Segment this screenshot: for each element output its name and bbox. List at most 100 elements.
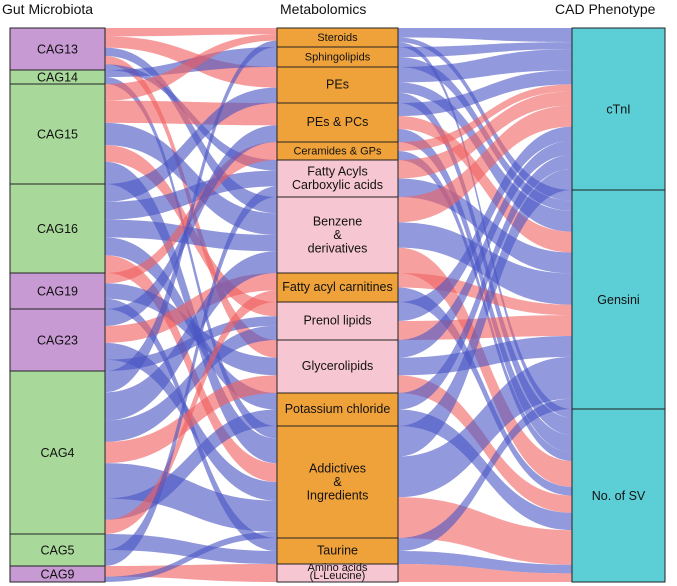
metabolite-node-label: PEs [326, 78, 349, 92]
headers-layer: Gut Microbiota Metabolomics CAD Phenotyp… [2, 1, 656, 17]
flow-pes-pcs-to-gensini [398, 116, 572, 253]
flow-cag23-to-fatty-acyl-carnitines [105, 273, 277, 343]
flow-ceramides-gps-to-ctni [398, 84, 572, 151]
microbiota-node-label: CAG9 [40, 568, 74, 582]
flow-cag16-to-pes [105, 87, 277, 202]
header-metabolomics: Metabolomics [280, 1, 366, 17]
microbiota-node-box [9, 308, 106, 372]
flow-amino-acids-to-sv [398, 564, 572, 582]
metabolite-node-pes: PEs [276, 66, 399, 104]
flow-cag5-to-taurine [105, 534, 277, 564]
metabolite-node-benzene: Benzene&derivatives [276, 196, 399, 274]
microbiota-node-label: CAG13 [37, 43, 78, 57]
metabolite-node-taurine: Taurine [276, 537, 399, 565]
flow-benzene-to-gensini [398, 222, 572, 305]
phenotype-node-box [571, 189, 666, 410]
phenotype-node-label: cTnI [606, 103, 630, 117]
flow-pes-to-ctni [398, 49, 572, 83]
flow-cag4-to-steroids [105, 40, 277, 393]
metabolite-node-box [276, 563, 399, 583]
flow-fatty-acyls-to-ctni [398, 91, 572, 179]
metabolite-node-label: Benzene [313, 214, 362, 228]
flow-potassium-chloride-to-ctni [398, 154, 572, 410]
microbiota-node-cag9: CAG9 [9, 565, 106, 583]
flows-layer [105, 28, 572, 582]
metabolite-node-prenol-lipids: Prenol lipids [276, 301, 399, 341]
flow-sphingolipids-to-ctni [398, 42, 572, 57]
metabolite-node-label: Glycerolipids [302, 359, 374, 373]
microbiota-node-box [9, 83, 106, 185]
metabolite-node-label: Ceramides & GPs [293, 146, 382, 158]
microbiota-node-cag14: CAG14 [9, 69, 106, 85]
metabolite-node-label: Amino acids [308, 562, 368, 574]
flow-taurine-to-gensini [398, 398, 572, 551]
flow-cag16-to-benzene [105, 219, 277, 252]
microbiota-node-box [9, 565, 106, 583]
metabolite-node-label: Taurine [317, 544, 358, 558]
phenotype-node-ctni: cTnI [571, 27, 666, 191]
microbiota-node-cag23: CAG23 [9, 308, 106, 372]
flow-benzene-to-ctni [398, 105, 572, 223]
flow-steroids-to-ctni [398, 28, 572, 43]
flow-glycerolipids-to-ctni [398, 140, 572, 358]
metabolite-node-box [276, 339, 399, 394]
flow-addictives-to-ctni [398, 168, 572, 457]
flow-cag9-to-amino-acids [105, 564, 277, 582]
flow-benzene-to-sv [398, 247, 572, 487]
flow-cag16-to-fatty-acyls [105, 170, 277, 220]
flow-cag13-to-steroids [105, 28, 277, 37]
metabolite-node-label: & [333, 228, 342, 242]
microbiota-node-box [9, 370, 106, 535]
metabolite-node-ceramides-gps: Ceramides & GPs [276, 141, 399, 161]
flow-cag15-to-benzene [105, 122, 277, 235]
flow-addictives-to-sv [398, 497, 572, 565]
metabolite-node-label: Fatty Acyls [307, 165, 367, 179]
phenotype-node-box [571, 27, 666, 191]
flow-cag4-to-benzene [105, 251, 277, 421]
metabolite-node-box [276, 196, 399, 274]
microbiota-node-cag5: CAG5 [9, 533, 106, 567]
metabolite-node-label: Carboxylic acids [292, 178, 383, 192]
flow-cag4-to-fatty-acyl-carnitines [105, 290, 277, 534]
phenotype-node-gensini: Gensini [571, 189, 666, 410]
metabolite-node-steroids: Steroids [276, 27, 399, 48]
flow-fatty-acyl-carnitines-to-sv [398, 287, 572, 496]
metabolite-node-box [276, 159, 399, 198]
metabolite-node-label: Prenol lipids [303, 314, 371, 328]
metabolite-node-label: Potassium chloride [285, 402, 391, 416]
metabolite-node-glycerolipids: Glycerolipids [276, 339, 399, 394]
flow-cag9-to-addictives [105, 531, 277, 582]
microbiota-node-label: CAG15 [37, 128, 78, 142]
microbiota-node-cag19: CAG19 [9, 272, 106, 310]
flow-glycerolipids-to-gensini [398, 336, 572, 376]
header-gut-microbiota: Gut Microbiota [2, 1, 93, 17]
metabolite-node-label: derivatives [308, 241, 368, 255]
metabolite-node-label: Addictives [309, 461, 366, 475]
phenotype-node-label: No. of SV [592, 489, 646, 503]
flow-cag13-to-benzene [105, 47, 277, 214]
microbiota-node-box [9, 533, 106, 567]
microbiota-node-cag16: CAG16 [9, 183, 106, 274]
flow-cag4-to-addictives [105, 463, 277, 532]
flow-pes-pcs-to-ctni [398, 70, 572, 116]
phenotype-node-box [571, 408, 666, 583]
flow-cag14-to-addictives [105, 77, 277, 439]
microbiota-node-cag13: CAG13 [9, 27, 106, 71]
metabolite-node-label: Sphingolipids [305, 52, 371, 64]
microbiota-node-label: CAG23 [37, 334, 78, 348]
microbiota-node-label: CAG16 [37, 222, 78, 236]
metabolite-node-sphingolipids: Sphingolipids [276, 46, 399, 68]
flow-cag4-to-prenol-lipids [105, 325, 277, 442]
flow-cag4-to-glycerolipids [105, 375, 277, 464]
microbiota-node-label: CAG19 [37, 285, 78, 299]
phenotype-node-label: Gensini [597, 293, 639, 307]
metabolite-node-label: Ingredients [307, 488, 369, 502]
microbiota-node-box [9, 183, 106, 274]
metabolite-node-label: PEs & PCs [307, 115, 369, 129]
metabolite-node-label: Steroids [317, 32, 358, 44]
metabolite-node-box [276, 425, 399, 539]
metabolite-node-box [276, 66, 399, 104]
microbiota-node-cag4: CAG4 [9, 370, 106, 535]
